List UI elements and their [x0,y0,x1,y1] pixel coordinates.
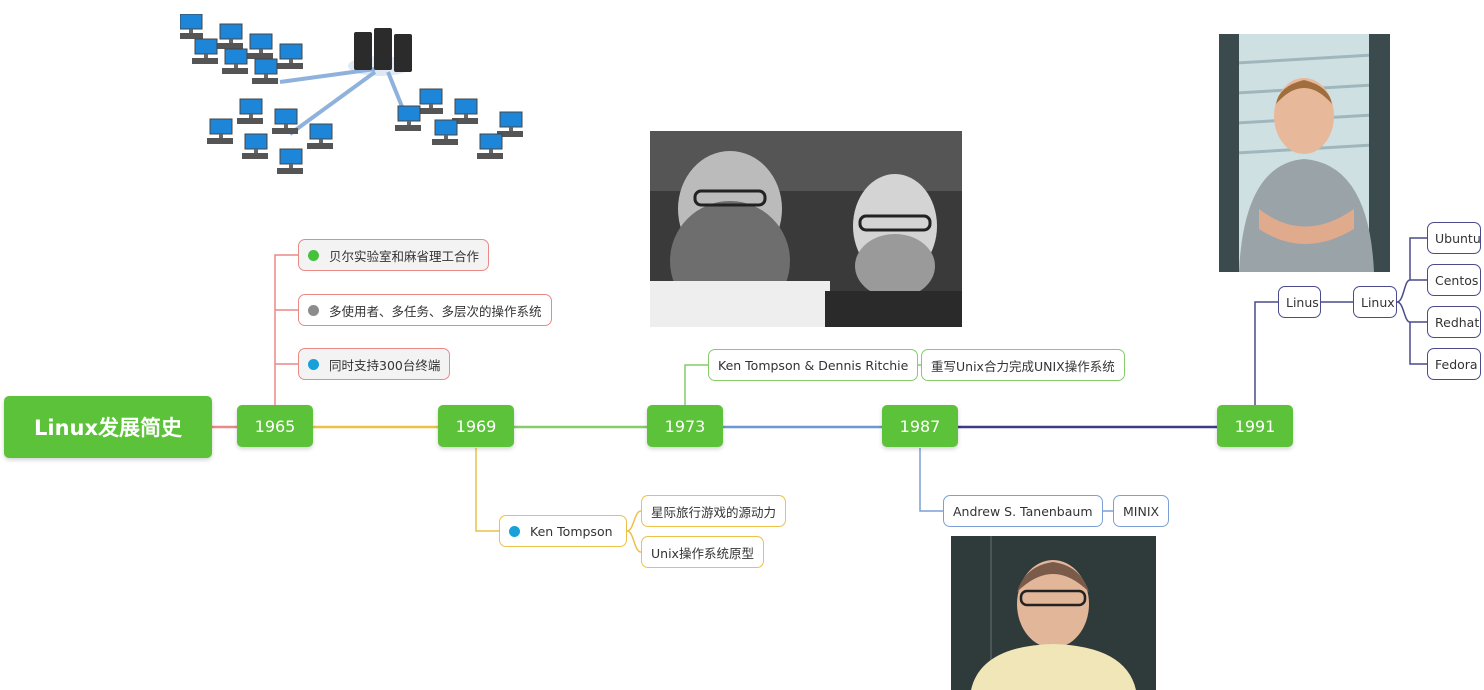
linus-photo [1219,34,1390,272]
node-bell-mit[interactable]: 贝尔实验室和麻省理工合作 [298,239,490,271]
year-node-1973[interactable]: 1973 [647,405,723,447]
node-centos[interactable]: Centos [1427,264,1481,296]
year-node-1987[interactable]: 1987 [882,405,958,447]
node-minix[interactable]: MINIX [1113,495,1170,527]
node-label: 贝尔实验室和麻省理工合作 [329,248,480,264]
node-ubuntu[interactable]: Ubuntu [1427,222,1481,254]
year-node-1991[interactable]: 1991 [1217,405,1293,447]
node-tanenbaum[interactable]: Andrew S. Tanenbaum [943,495,1103,527]
node-label: Ken Tompson [530,523,613,539]
gray-dot-icon [308,304,319,316]
node-redhat[interactable]: Redhat [1427,306,1481,338]
node-multi-user[interactable]: 多使用者、多任务、多层次的操作系统 [298,294,552,326]
node-label: 多使用者、多任务、多层次的操作系统 [329,303,542,319]
node-unix-prototype[interactable]: Unix操作系统原型 [641,536,764,568]
tanenbaum-photo [951,536,1156,690]
node-linus[interactable]: Linus [1278,286,1321,318]
node-star-travel[interactable]: 星际旅行游戏的源动力 [641,495,787,527]
green-dot-icon [308,249,319,261]
node-ken-dennis[interactable]: Ken Tompson & Dennis Ritchie [708,349,919,381]
node-rewrite-unix[interactable]: 重写Unix合力完成UNIX操作系统 [921,349,1125,381]
node-fedora[interactable]: Fedora [1427,348,1481,380]
ken-dennis-photo [650,131,962,327]
network-illustration [180,14,540,200]
node-label: 同时支持300台终端 [329,357,441,373]
root-node[interactable]: Linux发展简史 [4,396,212,458]
blue-dot-icon [509,525,520,537]
node-linux[interactable]: Linux [1353,286,1397,318]
node-ken-tompson[interactable]: Ken Tompson [499,515,627,547]
year-node-1969[interactable]: 1969 [438,405,514,447]
year-node-1965[interactable]: 1965 [237,405,313,447]
node-terminals[interactable]: 同时支持300台终端 [298,348,451,380]
blue-dot-icon [308,358,319,370]
